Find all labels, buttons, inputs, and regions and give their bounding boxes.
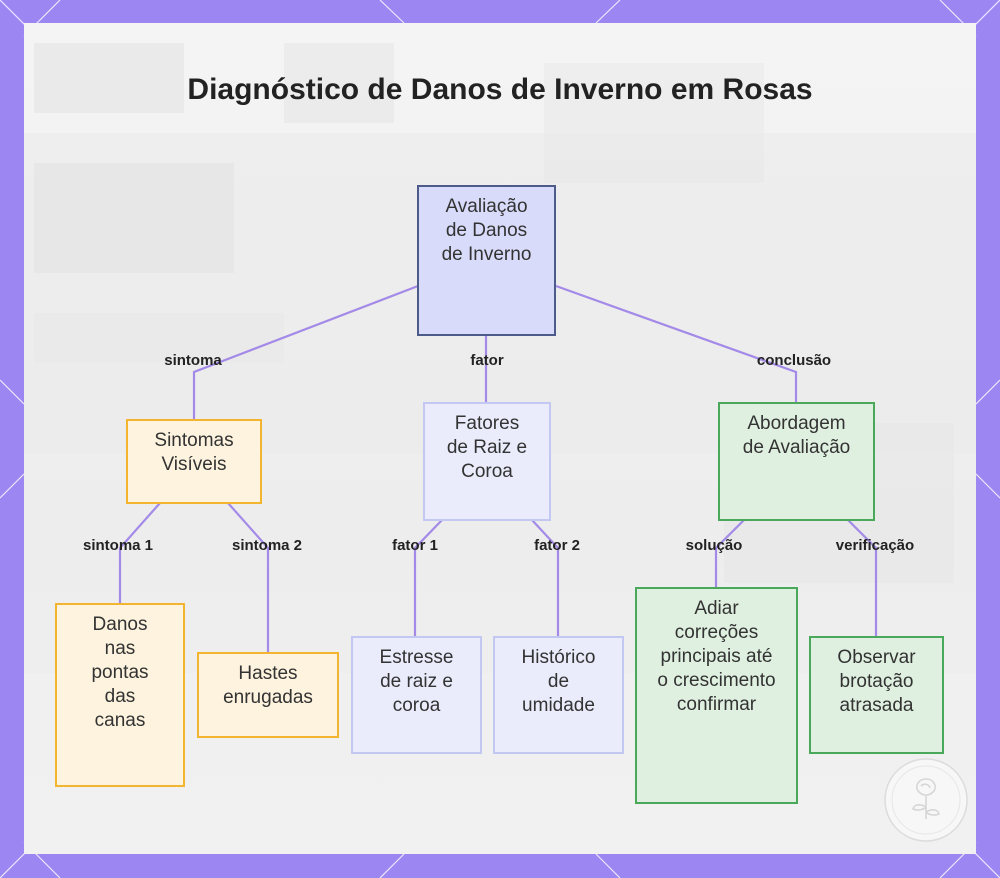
connector-symptoms-canes: [118, 502, 161, 604]
node-symptoms-label: Sintomas Visíveis: [154, 430, 234, 475]
edge-label-symptom-2: sintoma 2: [231, 537, 303, 554]
connector-root-symptoms: [192, 284, 419, 420]
connector-factors-moisture: [531, 519, 560, 637]
node-root-stress-label: Estresse de raiz e coroa: [379, 647, 454, 716]
edge-label-symptom: sintoma: [164, 352, 222, 369]
node-postpone: Adiar correções principais até o crescim…: [635, 587, 798, 804]
node-postpone-label: Adiar correções principais até o crescim…: [657, 598, 776, 715]
node-cane-tips: Danos nas pontas das canas: [55, 603, 185, 787]
node-approach-label: Abordagem de Avaliação: [742, 413, 851, 458]
edge-label-solution: solução: [685, 537, 743, 554]
node-cane-tips-label: Danos nas pontas das canas: [91, 614, 149, 731]
node-late-budding: Observar brotação atrasada: [809, 636, 944, 754]
node-symptoms: Sintomas Visíveis: [126, 419, 262, 504]
rose-emblem-icon: [884, 758, 968, 842]
node-shriveled-stems-label: Hastes enrugadas: [223, 663, 313, 708]
edge-label-factor-2: fator 2: [534, 537, 580, 554]
edge-label-factor: fator: [470, 352, 504, 369]
connector-symptoms-hastes: [227, 502, 270, 653]
connector-approach-postpone: [714, 519, 745, 588]
node-factors: Fatores de Raiz e Coroa: [423, 402, 551, 521]
connector-root-approach: [555, 284, 798, 403]
diagram-title: Diagnóstico de Danos de Inverno em Rosas: [187, 73, 813, 106]
connector-factors-stress: [413, 519, 443, 637]
node-factors-label: Fatores de Raiz e Coroa: [446, 413, 528, 482]
node-approach: Abordagem de Avaliação: [718, 402, 875, 521]
node-shriveled-stems: Hastes enrugadas: [197, 652, 339, 738]
node-moisture: Histórico de umidade: [493, 636, 624, 754]
edge-label-verification: verificação: [835, 537, 915, 554]
connector-approach-observe: [847, 519, 878, 637]
node-root-label: Avaliação de Danos de Inverno: [441, 196, 532, 265]
node-root: Avaliação de Danos de Inverno: [417, 185, 556, 336]
node-late-budding-label: Observar brotação atrasada: [837, 647, 916, 716]
edge-label-symptom-1: sintoma 1: [82, 537, 154, 554]
node-root-stress: Estresse de raiz e coroa: [351, 636, 482, 754]
edge-label-conclusion: conclusão: [756, 352, 832, 369]
node-moisture-label: Histórico de umidade: [521, 647, 596, 716]
edge-label-factor-1: fator 1: [392, 537, 438, 554]
